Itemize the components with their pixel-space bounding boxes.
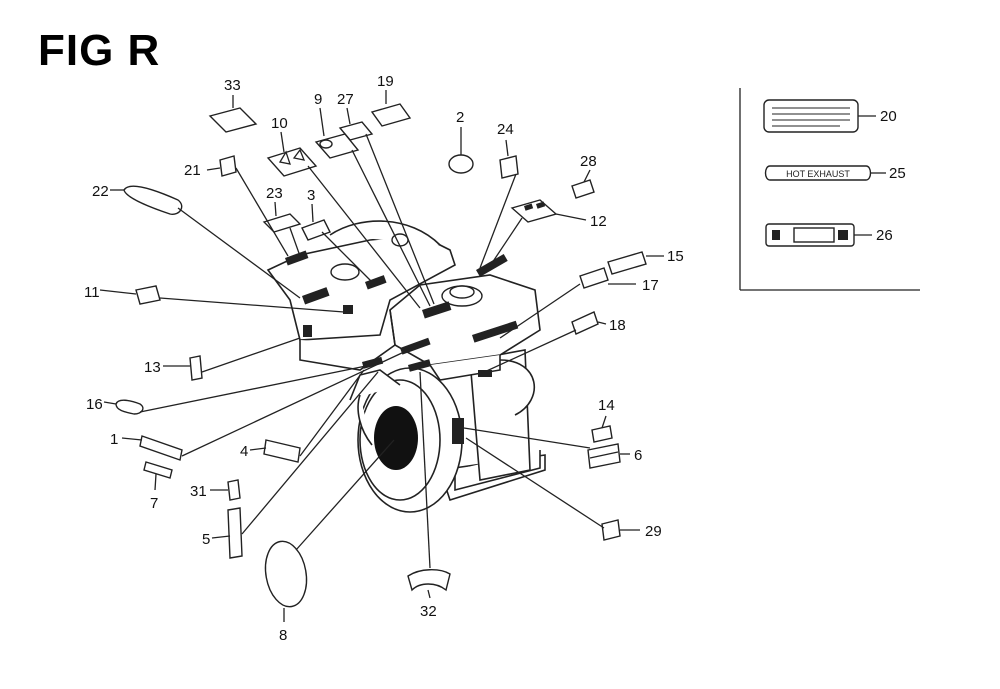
callout-8: 8 <box>279 627 287 644</box>
part-5-label <box>227 507 243 559</box>
callout-10: 10 <box>271 115 288 132</box>
callout-21: 21 <box>184 162 201 179</box>
callout-13: 13 <box>144 359 161 376</box>
part-22-label <box>262 213 302 233</box>
callout-4: 4 <box>240 443 248 460</box>
part-16-label <box>115 399 144 415</box>
part-15-label <box>607 251 647 275</box>
part-2-label <box>448 154 474 174</box>
callout-18: 18 <box>609 317 626 334</box>
callout-6: 6 <box>634 447 642 464</box>
part-29-label <box>601 519 621 541</box>
part-21-label <box>219 155 237 177</box>
part-20-label <box>763 99 859 133</box>
figure-title: FIG R <box>38 26 161 75</box>
callout-26: 26 <box>876 227 893 244</box>
part-12-label <box>510 199 558 223</box>
engine-illustration <box>266 220 546 513</box>
callout-16: 16 <box>86 396 103 413</box>
inset-box: HOT EXHAUST <box>739 88 920 291</box>
callout-27: 27 <box>337 91 354 108</box>
callout-23: 22 <box>92 183 109 200</box>
callout-9: 9 <box>314 91 322 108</box>
callout-5: 5 <box>202 531 210 548</box>
part-24-label <box>499 155 519 179</box>
callout-2: 2 <box>456 109 464 126</box>
part-31-label <box>227 479 241 501</box>
callout-12: 12 <box>590 213 607 230</box>
callout-7: 7 <box>150 495 158 512</box>
callout-17: 17 <box>642 277 659 294</box>
callout-32: 32 <box>420 603 437 620</box>
callout-28: 28 <box>580 153 597 170</box>
part-7-label <box>143 461 173 479</box>
callout-29: 29 <box>645 523 662 540</box>
callout-31: 31 <box>190 483 207 500</box>
part-33-label <box>208 107 258 133</box>
part-14-label <box>591 425 613 443</box>
callout-14: 14 <box>598 397 615 414</box>
part-8-label <box>264 540 308 608</box>
callout-11: 11 <box>84 284 100 301</box>
label-parts <box>115 103 647 608</box>
part-32-label <box>407 569 451 592</box>
part-28-label <box>571 179 595 199</box>
callout-33: 33 <box>224 77 241 94</box>
leader-lines <box>99 90 664 622</box>
part-25-label <box>764 165 872 181</box>
part-13-label <box>189 355 203 381</box>
callout-24: 24 <box>497 121 514 138</box>
callout-22: 23 <box>266 185 283 202</box>
part-17-label <box>579 267 609 289</box>
callout-25: 25 <box>889 165 906 182</box>
part-3-label <box>301 219 331 241</box>
part-10-label <box>266 147 318 177</box>
part-11-label <box>135 285 161 305</box>
callout-3: 3 <box>307 187 315 204</box>
callout-19: 19 <box>377 73 394 90</box>
hot-exhaust-text: HOT EXHAUST <box>786 169 850 179</box>
part-4-label <box>263 439 301 463</box>
callout-numbers: 33 19 9 27 10 2 24 21 28 22 23 3 12 15 1… <box>84 73 906 644</box>
part-19-label <box>370 103 412 127</box>
part-6-label <box>587 443 621 469</box>
callout-1: 1 <box>110 431 118 448</box>
callout-20: 20 <box>880 108 897 125</box>
callout-15: 15 <box>667 248 684 265</box>
part-23-label <box>123 185 183 215</box>
part-1-label <box>139 435 183 461</box>
